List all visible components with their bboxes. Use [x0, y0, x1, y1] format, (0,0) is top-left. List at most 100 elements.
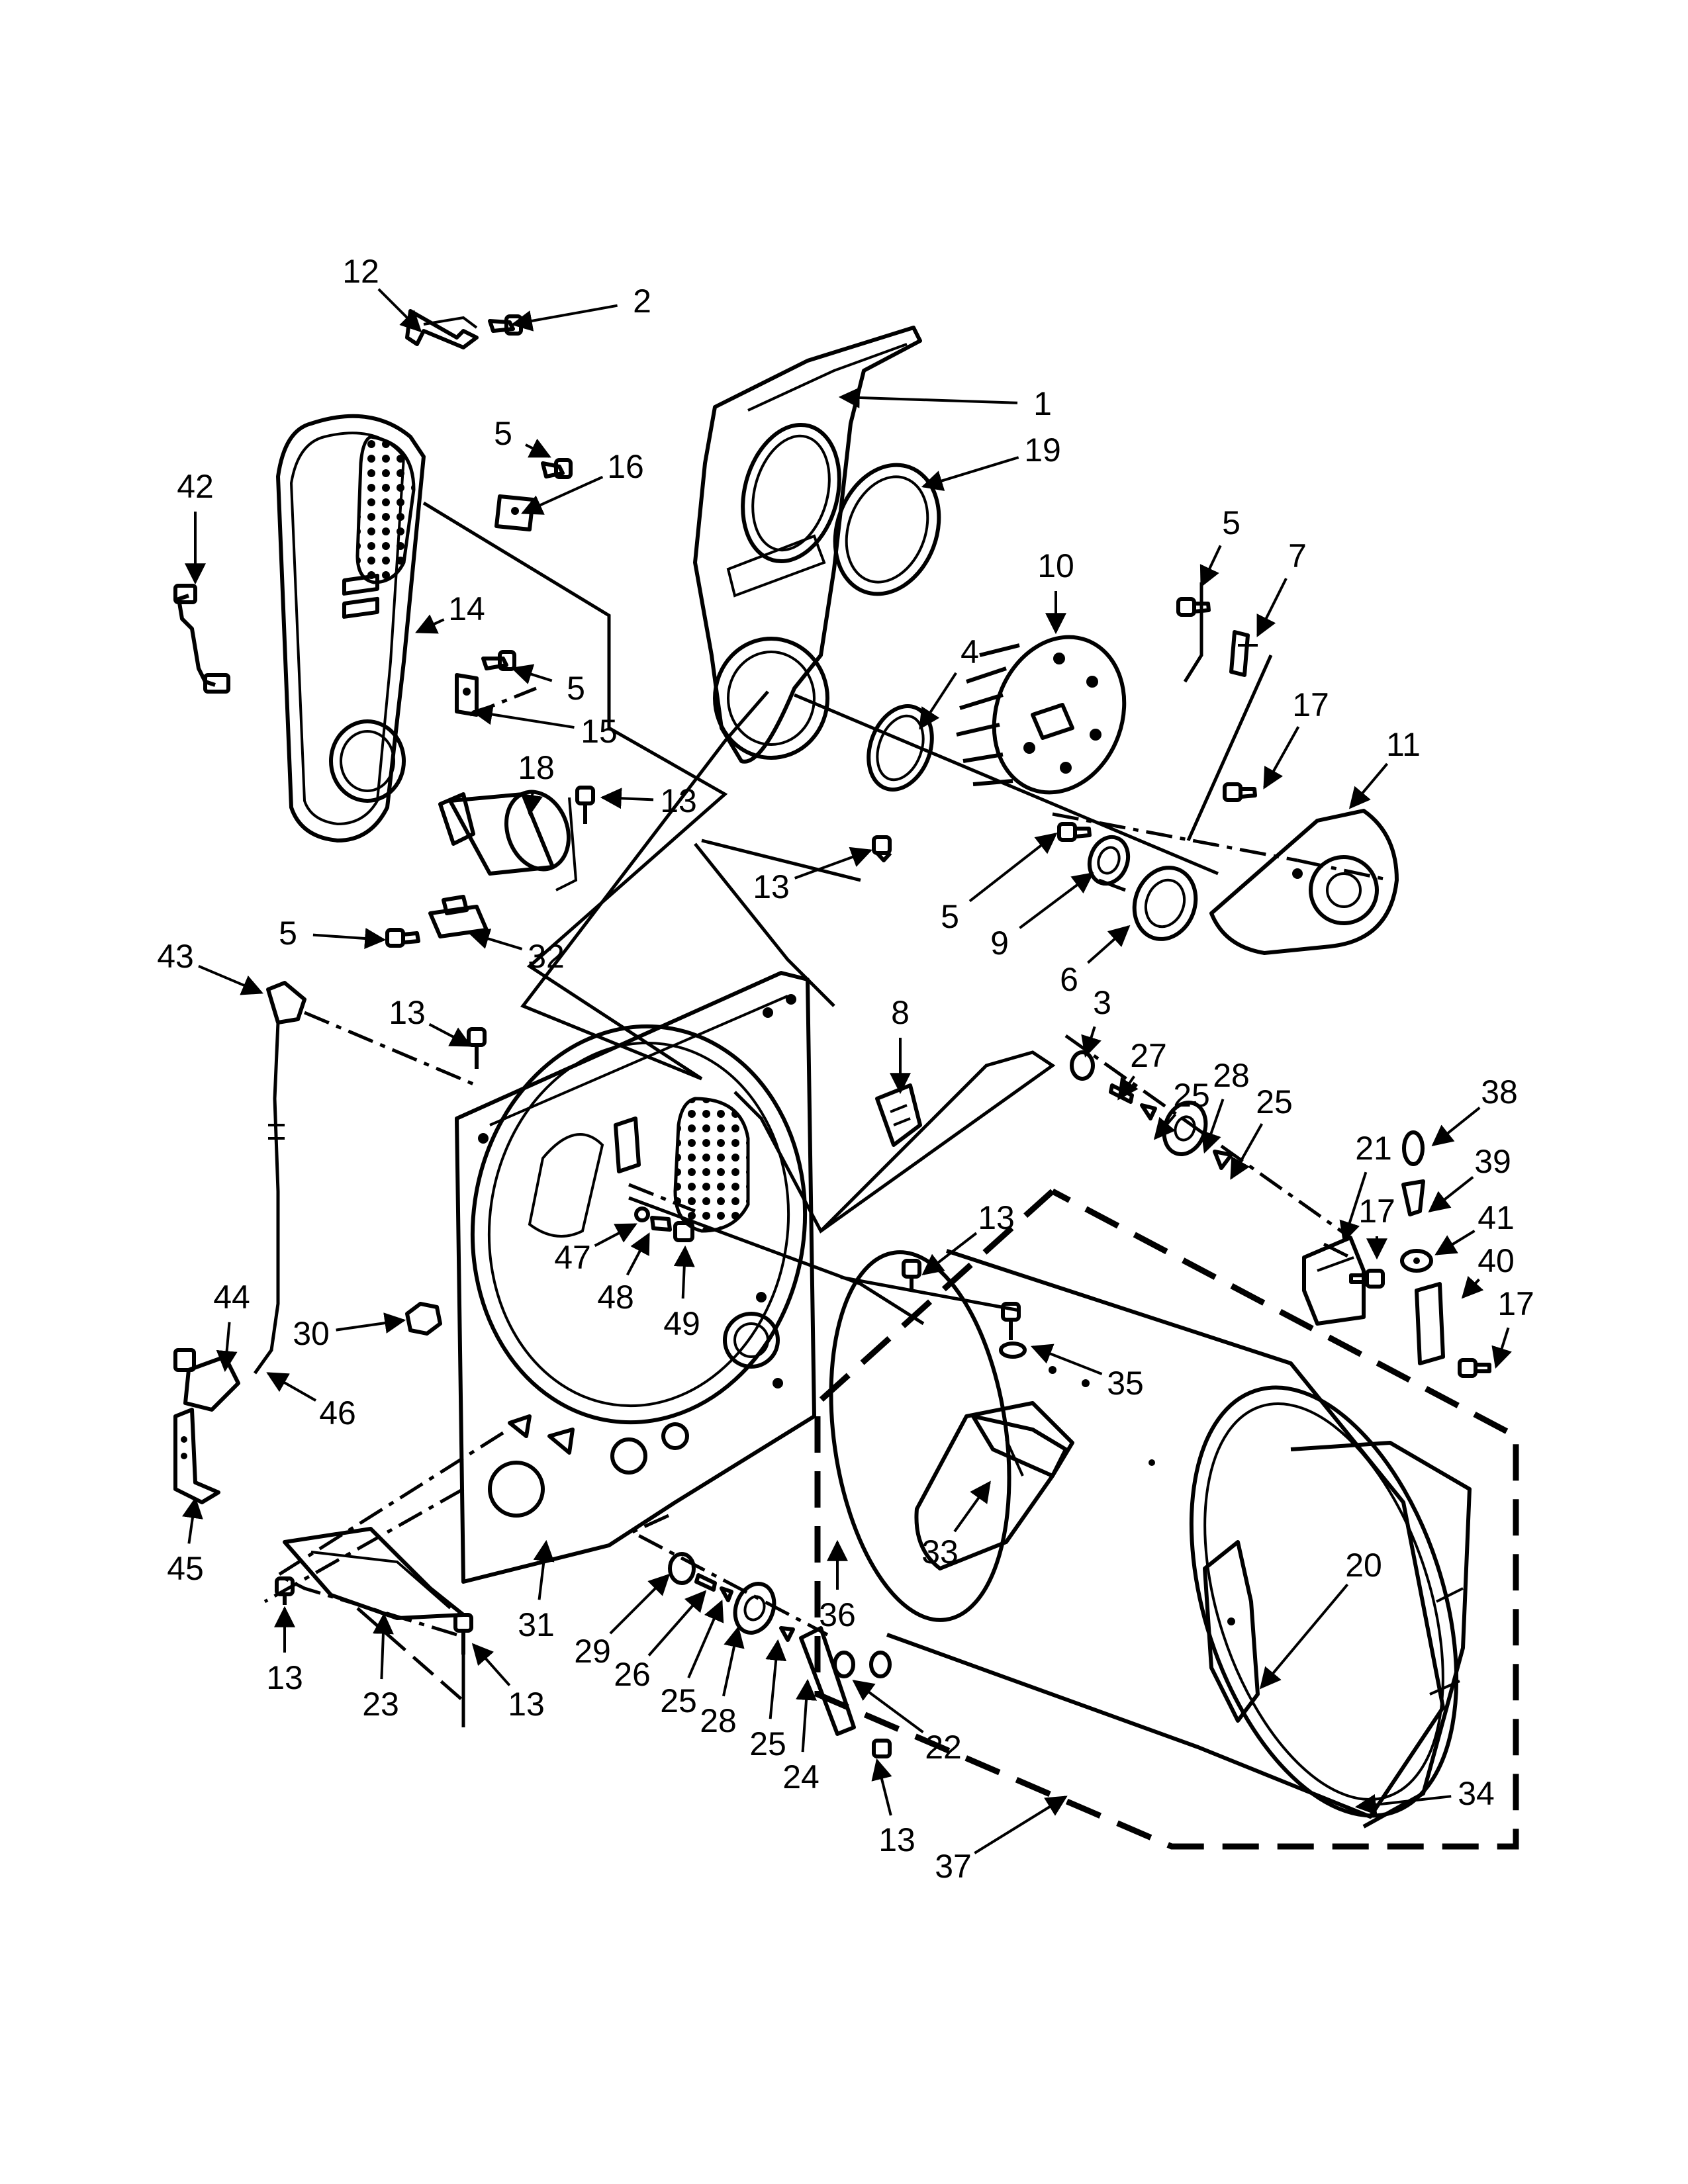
- bracket-part-16: [494, 458, 573, 531]
- callout-label-13f: 13: [266, 1659, 303, 1696]
- gasket-part-19: [833, 463, 941, 596]
- callout-35: 35: [1031, 1343, 1144, 1402]
- nut-part-30: [405, 1302, 442, 1336]
- callout-25c: 25: [660, 1600, 724, 1719]
- callout-13a: 13: [600, 782, 697, 819]
- callout-33: 33: [921, 1480, 991, 1570]
- callout-label-25d: 25: [749, 1725, 786, 1762]
- screw-13-drum-left: [902, 1259, 921, 1291]
- callout-leader-13e: [871, 1758, 892, 1816]
- callout-label-18: 18: [518, 749, 555, 786]
- callout-46: 46: [266, 1372, 356, 1432]
- callout-label-44: 44: [213, 1279, 250, 1316]
- callout-label-13g: 13: [508, 1686, 545, 1723]
- callout-label-32: 32: [528, 938, 565, 975]
- callout-leader-25b: [1230, 1123, 1264, 1180]
- callout-21: 21: [1339, 1130, 1392, 1244]
- callout-label-49: 49: [663, 1305, 700, 1342]
- callout-leader-41: [1434, 1230, 1476, 1255]
- callout-leader-40: [1461, 1275, 1484, 1299]
- callout-label-21: 21: [1355, 1130, 1392, 1167]
- callout-label-15: 15: [581, 713, 618, 750]
- callout-10: 10: [1037, 547, 1074, 635]
- callout-13d: 13: [921, 1199, 1015, 1275]
- callout-4: 4: [919, 633, 979, 730]
- callout-leader-32: [467, 929, 523, 950]
- callout-leader-38: [1431, 1107, 1481, 1146]
- callout-label-33: 33: [921, 1533, 959, 1570]
- callout-label-27: 27: [1130, 1037, 1167, 1074]
- callout-49: 49: [663, 1245, 700, 1342]
- callout-11: 11: [1348, 726, 1421, 809]
- callout-leader-2a: [510, 304, 618, 332]
- callout-leader-15: [471, 704, 575, 729]
- callout-leader-13c: [428, 1023, 472, 1047]
- callout-label-5b: 5: [1222, 504, 1241, 541]
- callout-26: 26: [614, 1590, 707, 1693]
- callout-leader-49: [673, 1245, 695, 1299]
- screw-13-bottom-left: [275, 1576, 295, 1605]
- screw-13-mid: [872, 835, 892, 862]
- callout-8: 8: [890, 994, 911, 1095]
- callout-22: 22: [852, 1680, 962, 1766]
- callout-label-13c: 13: [389, 994, 426, 1031]
- callout-label-46: 46: [319, 1394, 356, 1432]
- callout-label-13d: 13: [978, 1199, 1015, 1236]
- callout-label-30: 30: [293, 1315, 330, 1352]
- baffle-part-20: [1203, 1540, 1260, 1723]
- switch-part-32: [428, 895, 489, 938]
- callout-label-5e: 5: [279, 915, 297, 952]
- callout-leader-5c: [510, 664, 553, 684]
- callout-24: 24: [782, 1678, 820, 1796]
- callout-leader-25a: [1153, 1113, 1176, 1140]
- callout-leader-24: [796, 1678, 817, 1752]
- callout-17b: 17: [1358, 1193, 1395, 1260]
- callout-leader-23: [372, 1612, 394, 1680]
- callout-label-5d: 5: [941, 898, 959, 935]
- callout-5c: 5: [510, 664, 585, 707]
- callout-label-26: 26: [614, 1656, 651, 1693]
- callout-37: 37: [935, 1796, 1068, 1885]
- callout-leader-43: [198, 964, 263, 995]
- clip-part-7: [1229, 630, 1258, 677]
- callout-43: 43: [157, 938, 263, 995]
- callout-label-17b: 17: [1358, 1193, 1395, 1230]
- callout-5e: 5: [279, 915, 387, 952]
- callout-leader-13b: [794, 846, 873, 880]
- sensor-part-18: [438, 790, 578, 891]
- callout-36: 36: [819, 1539, 856, 1633]
- callout-label-48: 48: [597, 1279, 634, 1316]
- callout-leader-11: [1348, 762, 1389, 809]
- callout-label-45: 45: [167, 1550, 204, 1587]
- callout-leader-46: [266, 1372, 316, 1402]
- callout-leader-4: [919, 672, 957, 730]
- bracket-part-15: [455, 650, 516, 717]
- callout-label-6: 6: [1060, 961, 1078, 998]
- callout-leader-6: [1087, 925, 1131, 964]
- callout-23: 23: [362, 1612, 399, 1723]
- callout-label-38: 38: [1481, 1073, 1518, 1111]
- callout-label-1: 1: [1033, 385, 1052, 422]
- bracket-part-23: [283, 1527, 465, 1620]
- assembly-lines: [263, 501, 1391, 1727]
- callout-leader-28a: [1201, 1099, 1225, 1154]
- wire-harness-part-42: [173, 584, 230, 694]
- callout-leader-25c: [687, 1600, 724, 1678]
- callout-leader-47: [594, 1223, 637, 1248]
- drum-assembly-outline: [814, 1189, 1519, 1850]
- callout-leader-28b: [722, 1625, 745, 1697]
- callout-28a: 28: [1201, 1057, 1250, 1154]
- callout-label-2a: 2: [633, 283, 651, 320]
- ring-part-6: [1132, 866, 1198, 941]
- callout-label-10: 10: [1037, 547, 1074, 584]
- callout-leader-22: [852, 1680, 924, 1733]
- callout-42: 42: [177, 468, 214, 585]
- callout-leader-21: [1339, 1171, 1368, 1244]
- callout-leader-5a: [525, 438, 551, 458]
- lint-duct-part-14: [276, 414, 426, 842]
- callout-leader-3: [1081, 1026, 1102, 1058]
- callout-leader-31: [533, 1539, 555, 1600]
- callout-leader-45: [182, 1496, 203, 1544]
